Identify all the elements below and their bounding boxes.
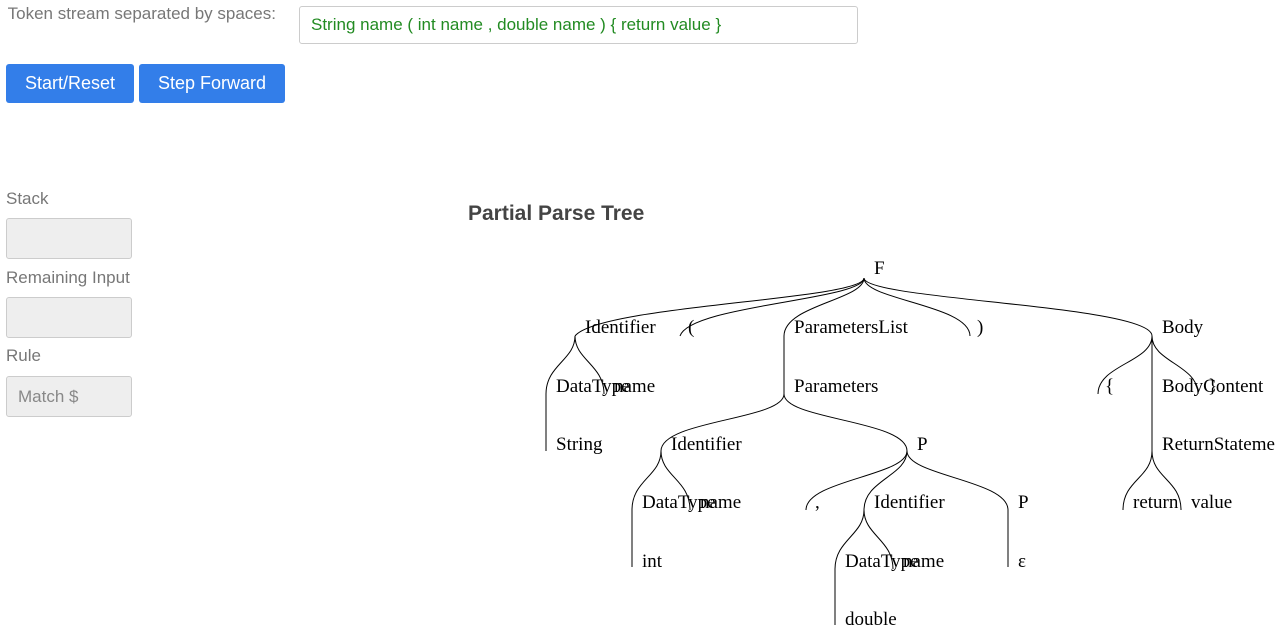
tree-node: return	[1133, 492, 1179, 513]
tree-node: name	[903, 551, 944, 572]
tree-node: Parameters	[794, 376, 878, 397]
tree-node: String	[556, 434, 603, 455]
start-reset-button[interactable]: Start/Reset	[6, 64, 134, 103]
tree-node: double	[845, 609, 897, 630]
tree-edge	[783, 277, 865, 337]
tree-node: name	[700, 492, 741, 513]
tree-node: Identifier	[671, 434, 742, 455]
tree-node: DataType	[556, 376, 630, 397]
tree-node: DataType	[642, 492, 716, 513]
tree-node: BodyContent	[1162, 376, 1264, 397]
tree-edge	[805, 450, 908, 511]
tree-edge	[1097, 335, 1153, 395]
tree-edge	[1122, 450, 1153, 511]
tree-node: ε	[1018, 551, 1026, 572]
tree-edge	[660, 393, 785, 452]
tree-edge	[574, 277, 865, 337]
tree-node: P	[1018, 492, 1029, 513]
tree-node: DataType	[845, 551, 919, 572]
stack-field[interactable]	[6, 218, 132, 259]
remaining-input-label: Remaining Input	[6, 268, 130, 287]
tree-edge	[863, 277, 1153, 337]
token-stream-label: Token stream separated by spaces:	[7, 4, 276, 23]
tree-edge	[863, 450, 908, 511]
tree-edge	[545, 335, 576, 395]
tree-edge	[660, 450, 691, 511]
token-stream-input[interactable]	[299, 6, 858, 44]
tree-node: F	[874, 258, 885, 279]
tree-node: }	[1208, 376, 1217, 397]
tree-node: name	[614, 376, 655, 397]
tree-node: )	[977, 317, 983, 338]
stack-label: Stack	[6, 189, 49, 208]
tree-edge	[679, 277, 865, 337]
tree-node: Body	[1162, 317, 1204, 338]
tree-edge	[834, 509, 865, 570]
tree-node: ,	[815, 492, 820, 513]
tree-edge	[1151, 450, 1182, 511]
tree-edge	[783, 393, 908, 452]
remaining-input-field[interactable]	[6, 297, 132, 338]
tree-node: {	[1105, 376, 1114, 397]
tree-edge	[906, 450, 1009, 511]
tree-edge	[574, 335, 605, 395]
tree-edge	[1151, 335, 1199, 395]
step-forward-button[interactable]: Step Forward	[139, 64, 285, 103]
tree-node: int	[642, 551, 663, 572]
tree-node: (	[688, 317, 694, 338]
tree-node: Identifier	[874, 492, 945, 513]
rule-label: Rule	[6, 346, 41, 365]
tree-node: value	[1191, 492, 1232, 513]
tree-edge	[863, 277, 971, 337]
tree-node: ParametersList	[794, 317, 909, 338]
tree-node: Identifier	[585, 317, 656, 338]
tree-node: P	[917, 434, 928, 455]
tree-edge	[631, 450, 662, 511]
parse-tree-title: Partial Parse Tree	[468, 202, 645, 225]
rule-field[interactable]: Match $	[6, 376, 132, 417]
tree-node: ReturnStatement	[1162, 434, 1275, 455]
tree-edge	[863, 509, 894, 570]
